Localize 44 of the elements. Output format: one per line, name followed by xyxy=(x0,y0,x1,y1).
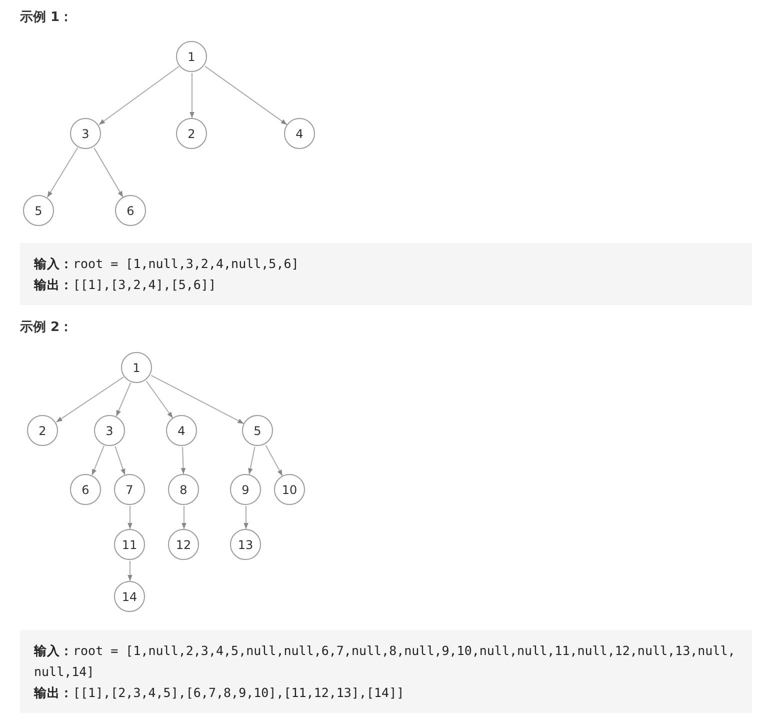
example-heading: 示例 2： xyxy=(20,319,73,336)
arrow xyxy=(46,147,78,198)
arrow xyxy=(265,444,283,476)
arrow xyxy=(116,382,132,417)
arrow xyxy=(114,446,126,476)
arrow xyxy=(56,376,124,423)
arrow xyxy=(128,560,132,582)
tree-node-circle: 3 xyxy=(94,415,125,446)
tree-node-circle: 14 xyxy=(114,581,145,612)
tree-node-circle: 5 xyxy=(23,195,54,226)
code-line: 输入：root = [1,null,2,3,4,5,null,null,6,7,null,8,null,9,10,null,null,11,null,12,null,13,null,null,14] xyxy=(34,642,736,681)
tree-node-circle: 11 xyxy=(114,529,145,560)
tree-node-circle: 1 xyxy=(176,41,207,72)
tree-node-circle: 1 xyxy=(121,352,152,383)
tree-node-circle: 3 xyxy=(70,118,101,149)
arrow xyxy=(182,506,186,530)
arrow xyxy=(190,72,194,118)
tree-node-circle: 9 xyxy=(230,474,261,505)
code-line: 输出：[[1],[3,2,4],[5,6]] xyxy=(34,276,217,294)
tree-node-circle: 5 xyxy=(242,415,273,446)
tree-node-circle: 6 xyxy=(115,195,146,226)
tree-node-circle: 8 xyxy=(168,474,199,505)
arrow xyxy=(150,374,244,424)
tree-node-circle: 2 xyxy=(27,415,58,446)
code-line: 输入：root = [1,null,3,2,4,null,5,6] xyxy=(34,255,300,273)
arrow xyxy=(244,506,248,530)
tree-node-circle: 7 xyxy=(114,474,145,505)
arrow xyxy=(146,380,174,418)
arrow xyxy=(98,66,180,126)
code-line: 输出：[[1],[2,3,4,5],[6,7,8,9,10],[11,12,13],[14]] xyxy=(34,684,406,702)
arrow xyxy=(128,506,132,530)
tree-node-circle: 6 xyxy=(70,474,101,505)
tree-node-circle: 4 xyxy=(284,118,315,149)
arrow xyxy=(92,445,104,476)
arrow xyxy=(248,446,256,475)
arrow xyxy=(94,147,124,198)
tree-node-circle: 4 xyxy=(166,415,197,446)
arrow xyxy=(180,446,186,474)
arrow xyxy=(204,66,288,126)
tree-node-circle: 13 xyxy=(230,529,261,560)
tree-node-circle: 10 xyxy=(274,474,305,505)
example-heading: 示例 1： xyxy=(20,9,73,26)
tree-node-circle: 2 xyxy=(176,118,207,149)
tree-node-circle: 12 xyxy=(168,529,199,560)
